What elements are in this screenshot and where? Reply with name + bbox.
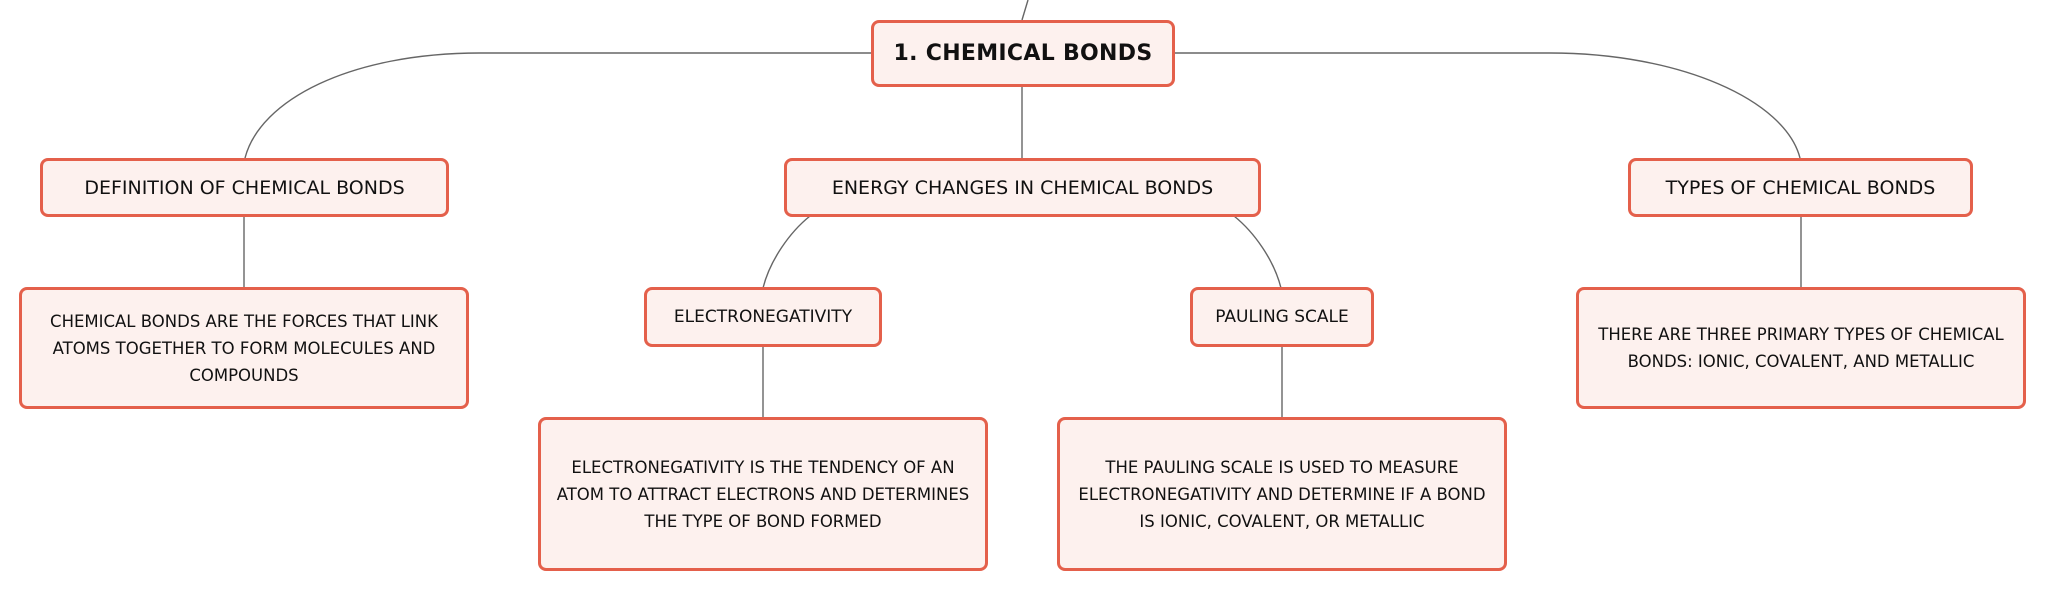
pauling-scale-description: THE PAULING SCALE IS USED TO MEASURE ELE…: [1078, 457, 1486, 531]
branch-title: ENERGY CHANGES IN CHEMICAL BONDS: [831, 176, 1214, 199]
subtopic-title: PAULING SCALE: [1215, 307, 1349, 327]
electronegativity-description: ELECTRONEGATIVITY IS THE TENDENCY OF AN …: [556, 457, 970, 531]
subtopic-node-pauling-scale[interactable]: PAULING SCALE: [1190, 287, 1374, 347]
electronegativity-description-node[interactable]: ELECTRONEGATIVITY IS THE TENDENCY OF AN …: [538, 417, 988, 571]
branch-node-energy[interactable]: ENERGY CHANGES IN CHEMICAL BONDS: [784, 158, 1261, 217]
pauling-scale-description-node[interactable]: THE PAULING SCALE IS USED TO MEASURE ELE…: [1057, 417, 1507, 571]
branch-title: DEFINITION OF CHEMICAL BONDS: [84, 176, 405, 199]
subtopic-node-electronegativity[interactable]: ELECTRONEGATIVITY: [644, 287, 882, 347]
definition-description: CHEMICAL BONDS ARE THE FORCES THAT LINK …: [50, 311, 438, 385]
connector-energy-to-electronegativity: [762, 215, 811, 289]
root-node[interactable]: 1. CHEMICAL BONDS: [871, 20, 1175, 87]
root-title: 1. CHEMICAL BONDS: [893, 41, 1153, 66]
connector-root-to-definition: [244, 52, 872, 159]
subtopic-title: ELECTRONEGATIVITY: [673, 307, 853, 327]
branch-node-definition[interactable]: DEFINITION OF CHEMICAL BONDS: [40, 158, 449, 217]
connector-root-to-parent: [1021, 0, 1029, 21]
branch-node-types[interactable]: TYPES OF CHEMICAL BONDS: [1628, 158, 1973, 217]
connector-energy-to-pauling: [1233, 215, 1282, 289]
types-description-node[interactable]: THERE ARE THREE PRIMARY TYPES OF CHEMICA…: [1576, 287, 2026, 409]
definition-description-node[interactable]: CHEMICAL BONDS ARE THE FORCES THAT LINK …: [19, 287, 469, 409]
types-description: THERE ARE THREE PRIMARY TYPES OF CHEMICA…: [1598, 325, 2004, 371]
connector-root-to-types: [1174, 52, 1801, 159]
branch-title: TYPES OF CHEMICAL BONDS: [1665, 176, 1936, 199]
